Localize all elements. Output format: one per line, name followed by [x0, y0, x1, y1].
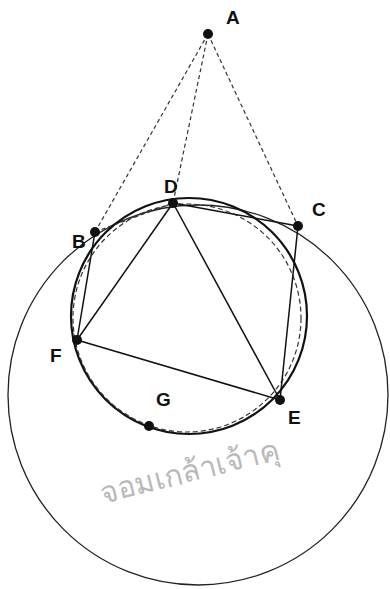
large-circle — [8, 205, 388, 585]
point-label: B — [72, 232, 86, 251]
point-label: A — [226, 8, 240, 27]
watermark: จอมเกล้าเจ้าคุ — [94, 426, 284, 516]
points — [72, 29, 303, 431]
point-label: F — [50, 346, 62, 365]
point-label: G — [156, 390, 171, 409]
solid-lines — [77, 203, 298, 400]
point-label: D — [164, 177, 178, 196]
circle — [71, 198, 307, 434]
dashed-lines — [95, 34, 298, 232]
point-label: E — [288, 408, 301, 427]
dashed-circle — [73, 204, 301, 432]
point-label: C — [312, 200, 326, 219]
